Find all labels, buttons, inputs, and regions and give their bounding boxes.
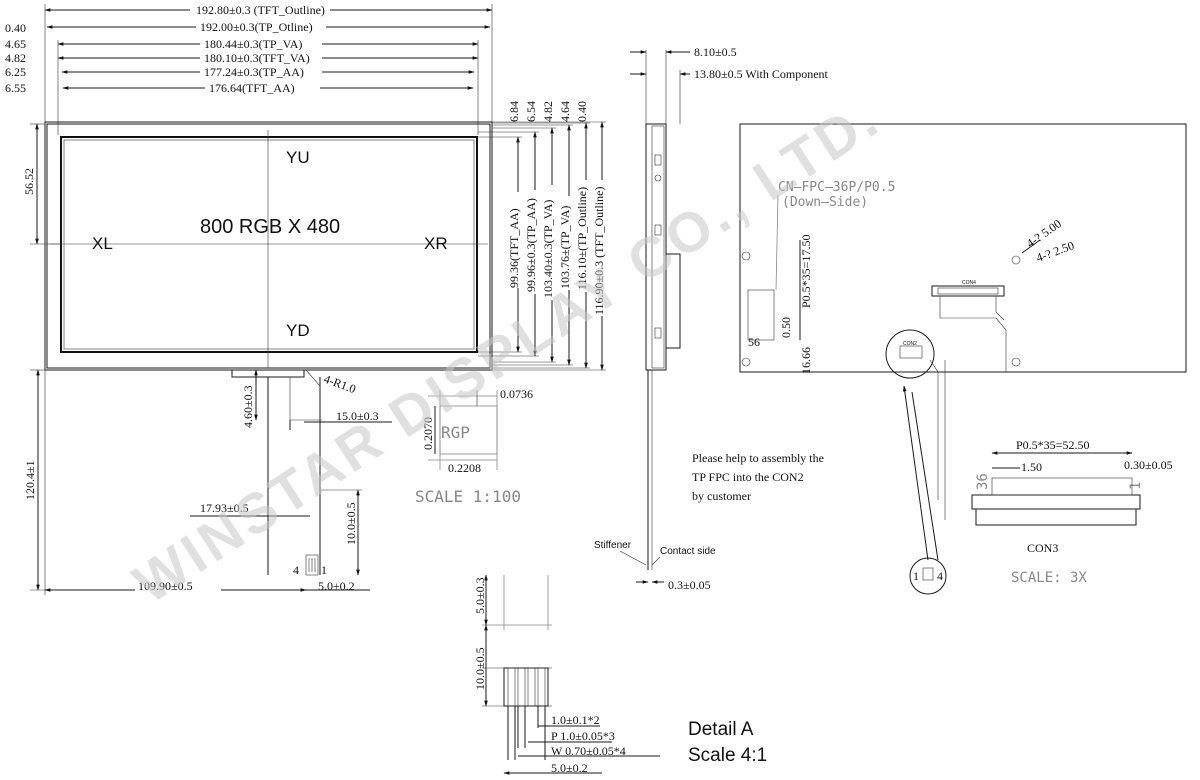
- watermark: WINSTAR DISPLAY CO., LTD.: [122, 85, 891, 615]
- back-con2: CON2: [903, 341, 917, 347]
- detail-d4: 5.0±0.2: [551, 761, 588, 775]
- fpc-height-4-60: 4.60±0.3: [241, 385, 255, 428]
- pixel-detail: 0.0736 0.2070 0.2208 RGP SCALE 1:100: [415, 387, 533, 506]
- right-dim-3: 103.76±(TP_VA): [558, 206, 572, 289]
- fpc-tail: 4-R1.0 4.60±0.3 15.0±0.3 4 1 17.93±0.5 1…: [23, 369, 392, 595]
- side-tail-thickness: 0.3±0.05: [668, 578, 711, 592]
- con3-thickness: 0.30±0.05: [1124, 458, 1173, 472]
- right-offset-4: 0.40: [575, 101, 589, 122]
- fpc-pitch-5: 5.0±0.2: [318, 579, 355, 593]
- right-dim-0: 99.36(TFT_AA): [507, 208, 521, 288]
- left-dim: 56.52: [22, 168, 36, 195]
- side-view: 8.10±0.5 13.80±0.5 With Component Stiffe…: [594, 45, 829, 592]
- detail-len-5: 5.0±0.3: [473, 577, 487, 614]
- top-offset-5: 6.55: [5, 81, 26, 95]
- top-dim-label-5: 176.64(TFT_AA): [209, 81, 295, 95]
- fpc-total-len: 120.4±1: [23, 460, 37, 500]
- detail-len-10: 10.0±0.5: [473, 647, 487, 690]
- side-contact: Contact side: [660, 546, 716, 557]
- right-offset-3: 4.64: [558, 101, 572, 122]
- con3-pin-1: 1: [1128, 482, 1144, 490]
- top-dim-label-0: 192.80±0.3 (TFT_Outline): [196, 3, 325, 17]
- con3-pin-36: 36: [975, 473, 991, 490]
- fpc-bottom-width: 109.90±0.5: [138, 579, 193, 593]
- pixel-width: 0.2208: [448, 461, 481, 475]
- top-offset-3: 4.82: [5, 51, 26, 65]
- pixel-w-small: 0.0736: [500, 387, 533, 401]
- fpc-radius: 4-R1.0: [322, 372, 358, 396]
- top-dim-label-4: 177.24±0.3(TP_AA): [204, 65, 304, 79]
- right-offset-2: 4.82: [541, 101, 555, 122]
- detail-d1: 1.0±0.1*2: [551, 713, 600, 727]
- top-dimension-lines: 0.40 4.65 4.82 6.25 6.55 192.80±0.3 (TFT…: [5, 3, 493, 135]
- pixel-scale: SCALE 1:100: [415, 487, 521, 506]
- screen-right-label: XR: [424, 234, 448, 253]
- detail-title: Detail A: [688, 719, 754, 740]
- assembly-note-2: TP FPC into the CON2: [692, 470, 804, 484]
- screen-left-label: XL: [92, 234, 113, 253]
- fpc-len-17-93: 17.93±0.5: [200, 501, 249, 515]
- con3-title: CON3: [1027, 541, 1058, 555]
- top-dim-label-1: 192.00±0.3(TP_Otline): [200, 20, 313, 34]
- top-offset-1: 0.40: [5, 21, 26, 35]
- con3-pitch: P0.5*35=52.50: [1016, 438, 1089, 452]
- fpc-len-10: 10.0±0.5: [344, 502, 358, 545]
- right-dim-5: 116.90±0.3 (TFT_Outline): [592, 187, 606, 315]
- detail-a: 5.0±0.3 10.0±0.5 1.0±0.1*2 P 1.0±0.05*3 …: [473, 574, 767, 775]
- top-dim-label-2: 180.44±0.3(TP_VA): [204, 37, 302, 51]
- con3-width: 1.50: [1021, 460, 1042, 474]
- front-view: YU 800 RGB X 480 XL XR YD 56.52: [22, 121, 493, 371]
- right-dim-2: 103.40±0.3(TP_VA): [541, 200, 555, 298]
- back-pin-1: 1: [913, 569, 919, 583]
- back-gap: 0.50: [779, 317, 793, 338]
- fpc-pin-1: 1: [321, 563, 327, 577]
- right-dim-4: 116.10±(TP_Outline): [575, 187, 589, 290]
- top-offset-4: 6.25: [5, 65, 26, 79]
- side-stiffener: Stiffener: [594, 540, 632, 551]
- detail-scale: Scale 4:1: [688, 745, 767, 766]
- pixel-letters: RGP: [441, 423, 470, 442]
- top-offset-2: 4.65: [5, 37, 26, 51]
- detail-d2: P 1.0±0.05*3: [551, 729, 615, 743]
- fpc-pin-4: 4: [293, 563, 299, 577]
- back-offset: 16.66: [799, 347, 813, 374]
- fpc-width-15: 15.0±0.3: [336, 409, 379, 423]
- con3-detail: P0.5*35=52.50 1.50 0.30±0.05 36 1 CON3 S…: [971, 438, 1173, 586]
- detail-d3: W 0.70±0.05*4: [551, 744, 626, 758]
- back-con4: CON4: [962, 280, 976, 286]
- con3-scale: SCALE: 3X: [1011, 570, 1087, 586]
- back-connector-side: (Down–Side): [782, 195, 868, 210]
- assembly-note-3: by customer: [692, 489, 751, 503]
- pixel-height: 0.2070: [421, 417, 435, 450]
- right-offset-0: 6.84: [507, 101, 521, 122]
- right-offset-1: 6.54: [524, 101, 538, 122]
- right-dim-1: 99.96±0.3(TP_AA): [524, 198, 538, 292]
- screen-resolution: 800 RGB X 480: [200, 216, 340, 238]
- assembly-note-1: Please help to assembly the: [692, 451, 824, 465]
- right-dimension-lines: 6.84 6.54 4.82 4.64 0.40 99.36(TFT_AA) 9…: [478, 101, 606, 371]
- screen-bottom-label: YD: [286, 321, 310, 340]
- side-with-component: 13.80±0.5 With Component: [694, 67, 829, 81]
- back-pin-56: 56: [748, 335, 760, 349]
- back-connector: CN–FPC–36P/P0.5: [778, 180, 895, 195]
- back-pitch: P0.5*35=17.50: [799, 235, 813, 308]
- side-thickness: 8.10±0.5: [694, 45, 737, 59]
- top-dim-label-3: 180.10±0.3(TFT_VA): [204, 51, 310, 65]
- back-pin-4: 4: [937, 569, 943, 583]
- screen-top-label: YU: [286, 148, 310, 167]
